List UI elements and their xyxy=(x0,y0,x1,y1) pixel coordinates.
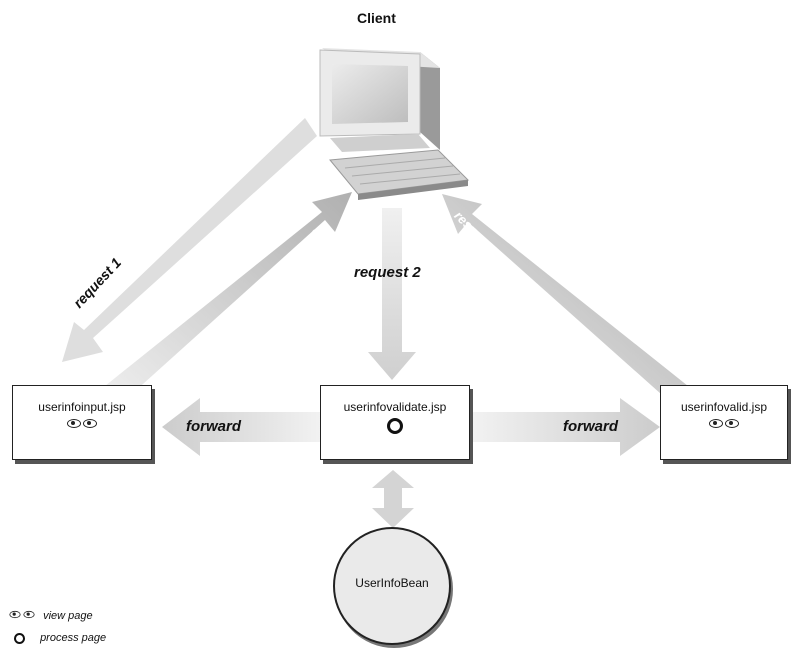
legend-process-page-label: process page xyxy=(40,632,107,644)
legend-view-page-label: view page xyxy=(43,610,93,622)
process-page-icon xyxy=(14,632,25,644)
view-page-icon xyxy=(8,610,36,622)
forward-left-arrow xyxy=(162,398,322,456)
response-left-arrow xyxy=(105,192,352,402)
userinfovalidate-node: userinfovalidate.jsp xyxy=(320,385,470,460)
legend-process-page: process page xyxy=(8,632,106,644)
userinfovalidate-label: userinfovalidate.jsp xyxy=(343,400,447,414)
userinfobean-node: UserInfoBean xyxy=(333,527,451,645)
computer-icon xyxy=(319,48,470,200)
view-page-icon xyxy=(66,415,98,432)
process-page-icon xyxy=(387,418,403,434)
forward-right-arrow xyxy=(470,398,660,456)
request-2-arrow xyxy=(368,208,416,380)
userinfovalid-label: userinfovalid.jsp xyxy=(680,400,768,414)
userinfoinput-label: userinfoinput.jsp xyxy=(38,400,126,414)
client-label: Client xyxy=(357,10,396,26)
bean-bidirectional-arrow xyxy=(372,470,414,528)
forward-right-label: forward xyxy=(563,418,619,435)
userinfobean-label: UserInfoBean xyxy=(355,576,429,590)
request-1-arrow xyxy=(62,118,317,362)
request-2-label: request 2 xyxy=(354,264,421,281)
userinfovalid-node: userinfovalid.jsp xyxy=(660,385,788,460)
legend-view-page: view page xyxy=(8,610,93,622)
view-page-icon xyxy=(708,415,740,432)
forward-left-label: forward xyxy=(186,418,242,435)
response-right-arrow xyxy=(442,194,688,402)
userinfoinput-node: userinfoinput.jsp xyxy=(12,385,152,460)
